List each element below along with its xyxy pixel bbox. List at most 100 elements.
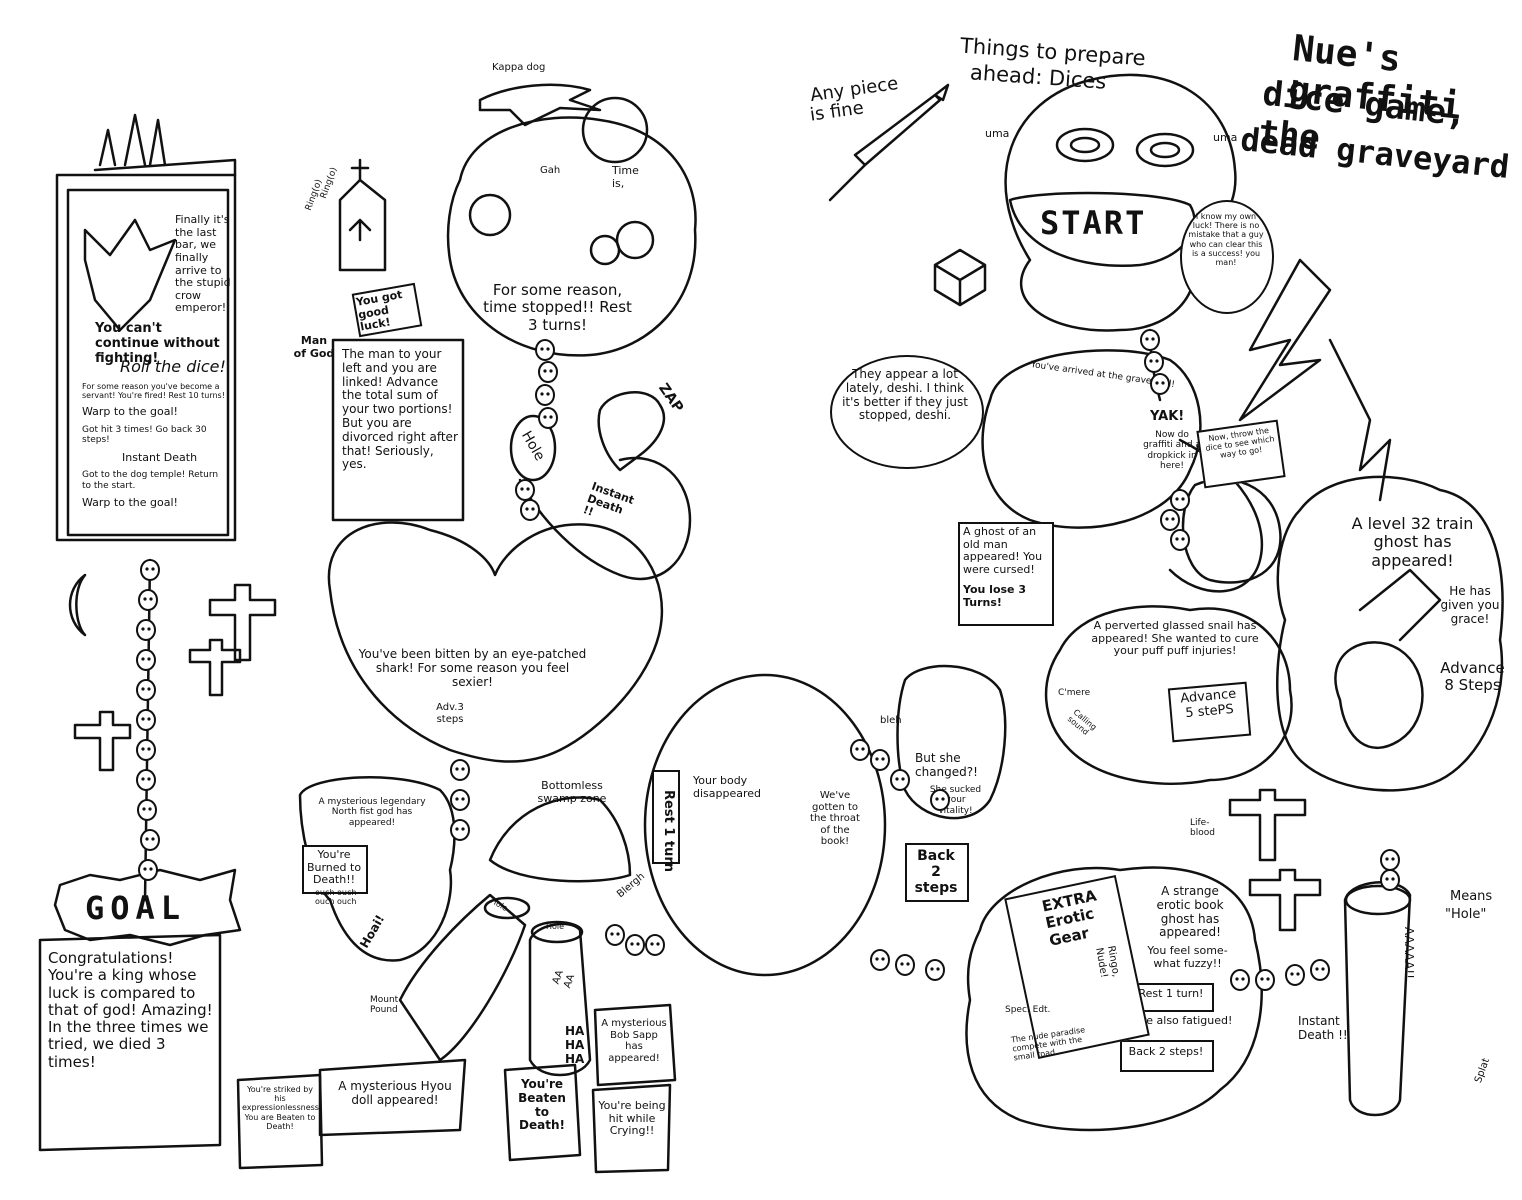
skull-space-icon — [138, 859, 158, 881]
swamp-text: Bottomless swamp zone — [537, 779, 607, 805]
ghost-speech-bubble — [830, 355, 984, 469]
north-fist-text: A mysterious legendary North fist god ha… — [318, 797, 426, 828]
hole-label-2: Hole — [546, 922, 565, 931]
kappa-dog-icon — [478, 83, 602, 127]
skull-space-icon — [140, 829, 160, 851]
skull-space-icon — [538, 361, 558, 383]
skull-space-icon — [870, 949, 890, 971]
erotic-spec: Spec. Edt. — [1005, 1005, 1051, 1015]
cross-icon — [188, 638, 242, 697]
skull-space-icon — [138, 589, 158, 611]
skull-space-icon — [1230, 969, 1250, 991]
lightning-icon — [1238, 258, 1332, 422]
goal-label: GOAL — [85, 889, 187, 927]
skull-space-icon — [136, 739, 156, 761]
crow-board-frame — [55, 173, 237, 542]
pencil-icon — [853, 83, 950, 167]
hole-tube-right — [1343, 881, 1412, 1117]
man-of-god-label: Man of God — [293, 334, 335, 360]
body-throat-text: We've gotten to the throat of the book! — [810, 790, 860, 847]
shark-adv: Adv.3 steps — [436, 702, 464, 725]
burned-text: You're Burned to Death!! — [306, 848, 362, 887]
goal-burst — [53, 868, 242, 947]
skull-space-icon — [136, 649, 156, 671]
crow-option: Got to the dog temple! Return to the sta… — [82, 470, 219, 491]
snail-space — [1044, 605, 1293, 785]
changed-bleh: bleh — [880, 715, 902, 726]
changed-text: But she changed?! — [915, 751, 978, 779]
zap-heart-icon — [597, 391, 666, 472]
skull-space-icon — [625, 934, 645, 956]
changed-back-box — [905, 843, 969, 902]
kappa-dog-label: Kappa dog — [492, 62, 546, 73]
uma-right-label: uma — [1213, 131, 1238, 144]
church-icon — [338, 158, 387, 272]
sapp-box — [593, 1003, 677, 1087]
skull-space-icon — [1380, 869, 1400, 891]
skull-space-icon — [450, 759, 470, 781]
start-label: START — [1040, 204, 1147, 242]
crow-option: Got hit 3 times! Go back 30 steps! — [82, 425, 207, 446]
skull-space-icon — [520, 499, 540, 521]
crow-intro: Finally it's the last bar, we finally ar… — [175, 213, 231, 315]
skull-space-icon — [140, 559, 160, 581]
time-gah: Gah — [540, 165, 561, 176]
graveyard-space — [981, 349, 1202, 529]
goal-text: Congratulations! You're a king whose luc… — [48, 949, 213, 1071]
sapp-text: A mysterious Bob Sapp has appeared! — [601, 1018, 667, 1064]
skull-space-icon — [136, 679, 156, 701]
hole-right-death: Instant Death !! — [1298, 1014, 1348, 1042]
crow-option: Warp to the goal! — [82, 405, 178, 419]
castle-icon — [98, 113, 167, 167]
time-stopped-text: For some reason, time stopped!! Rest 3 t… — [483, 281, 632, 334]
skull-space-icon — [1170, 489, 1190, 511]
erotic-back-box — [1120, 1040, 1214, 1072]
graveyard-graffiti: Now do graffiti and a dropkick in here! — [1143, 430, 1201, 472]
hole-tube-1 — [398, 893, 527, 1062]
skull-space-icon — [1144, 351, 1164, 373]
lifeblood-label: Life- blood — [1190, 818, 1215, 839]
snail-cmere: C'mere — [1058, 688, 1091, 698]
ouch-text: ouch ouch ouch ouch — [315, 888, 357, 907]
skull-space-icon — [850, 739, 870, 761]
skull-space-icon — [890, 769, 910, 791]
old-man-box — [958, 522, 1054, 626]
cross-icon — [1248, 868, 1322, 932]
skull-space-icon — [450, 819, 470, 841]
goal-box — [38, 933, 222, 1152]
skull-space-icon — [925, 959, 945, 981]
north-fist-space — [298, 776, 456, 962]
time-is: Time is, — [612, 164, 639, 190]
erotic-fatigued: You're also fatigued! — [1120, 1014, 1233, 1027]
hyou-doll-text: A mysterious Hyou doll appeared! — [338, 1079, 452, 1107]
cross-icon — [208, 583, 277, 662]
skull-space-icon — [870, 749, 890, 771]
cross-icon — [1228, 788, 1307, 862]
crow-option: Instant Death — [122, 450, 198, 464]
body-disappeared-text: Your body disappeared — [693, 774, 762, 800]
skull-space-icon — [450, 789, 470, 811]
crow-option: Warp to the goal! — [82, 496, 178, 510]
skull-space-icon — [136, 619, 156, 641]
skull-space-icon — [1150, 373, 1170, 395]
crow-roll: Roll the dice! — [120, 357, 226, 376]
dice-icon — [933, 248, 987, 307]
skull-space-icon — [1380, 849, 1400, 871]
hole-tube-2 — [528, 922, 592, 1077]
old-man-lose: You lose 3 Turns! — [963, 583, 1026, 609]
body-space — [643, 673, 887, 977]
changed-sucked: She sucked your vitality! — [929, 785, 982, 816]
skull-space-icon — [136, 709, 156, 731]
crow-emperor-icon — [83, 218, 177, 332]
striked-text: You're striked by his expressionlessness… — [242, 1085, 323, 1131]
striked-box — [236, 1073, 324, 1170]
train-ghost-grace: He has given you grace! — [1440, 584, 1500, 626]
divorce-box — [331, 338, 465, 522]
crow-options-list: For some reason you've become a servant!… — [82, 382, 227, 510]
beaten-text: You're Beaten to Death! — [518, 1077, 566, 1133]
changed-back-text: Back 2 steps — [914, 848, 958, 897]
skull-space-icon — [1170, 529, 1190, 551]
skull-space-icon — [605, 924, 625, 946]
mount-pound: Mount Pound — [370, 995, 399, 1016]
